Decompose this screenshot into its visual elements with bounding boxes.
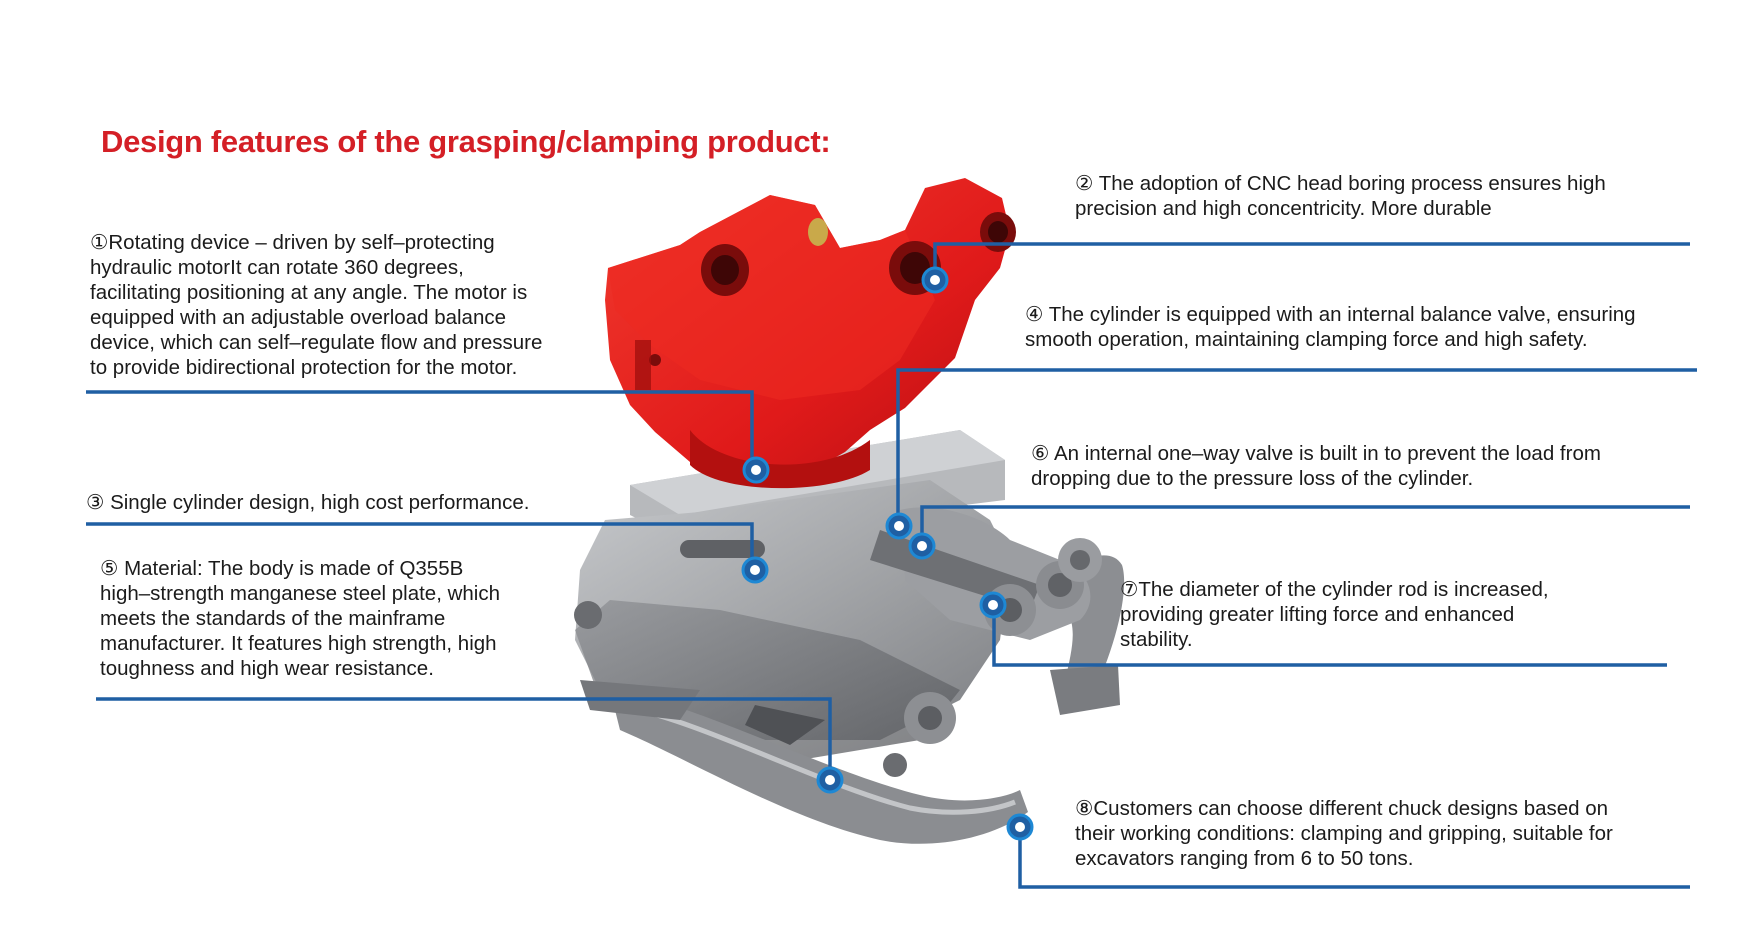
feature-2-line-1: ② The adoption of CNC head boring proces…: [1075, 172, 1606, 195]
feature-6-text: ⑥ An internal one–way valve is built in …: [1031, 441, 1601, 491]
feature-4-line-2: smooth operation, maintaining clamping f…: [1025, 328, 1588, 351]
feature-7-text: ⑦The diameter of the cylinder rod is inc…: [1120, 577, 1549, 652]
steel-body: [574, 430, 1125, 844]
feature-3-line-1: ③ Single cylinder design, high cost perf…: [86, 491, 530, 514]
feature-5-line-1: ⑤ Material: The body is made of Q355B: [100, 557, 464, 580]
feature-2-text: ② The adoption of CNC head boring proces…: [1075, 171, 1606, 221]
feature-1-line-5: device, which can self–regulate flow and…: [90, 331, 543, 354]
feature-2-line-2: precision and high concentricity. More d…: [1075, 197, 1492, 220]
feature-1-line-4: equipped with an adjustable overload bal…: [90, 306, 507, 329]
feature-4-text: ④ The cylinder is equipped with an inter…: [1025, 302, 1636, 352]
feature-7-line-1: ⑦The diameter of the cylinder rod is inc…: [1120, 578, 1549, 601]
feature-5-text: ⑤ Material: The body is made of Q355B hi…: [100, 556, 500, 681]
feature-1-text: ①Rotating device – driven by self–protec…: [90, 230, 542, 380]
feature-4-line-1: ④ The cylinder is equipped with an inter…: [1025, 303, 1636, 326]
feature-8-text: ⑧Customers can choose different chuck de…: [1075, 796, 1613, 871]
feature-7-line-3: stability.: [1120, 628, 1193, 651]
feature-5-line-4: manufacturer. It features high strength,…: [100, 632, 497, 655]
feature-8-line-2: their working conditions: clamping and g…: [1075, 822, 1613, 845]
feature-8-line-3: excavators ranging from 6 to 50 tons.: [1075, 847, 1414, 870]
feature-1-line-1: ①Rotating device – driven by self–protec…: [90, 231, 495, 254]
feature-5-line-5: toughness and high wear resistance.: [100, 657, 434, 680]
feature-5-line-3: meets the standards of the mainframe: [100, 607, 446, 630]
feature-1-line-6: to provide bidirectional protection for …: [90, 356, 518, 379]
feature-6-line-2: dropping due to the pressure loss of the…: [1031, 467, 1474, 490]
feature-1-line-2: hydraulic motorIt can rotate 360 degrees…: [90, 256, 464, 279]
feature-3-text: ③ Single cylinder design, high cost perf…: [86, 490, 529, 515]
feature-8-line-1: ⑧Customers can choose different chuck de…: [1075, 797, 1609, 820]
feature-5-line-2: high–strength manganese steel plate, whi…: [100, 582, 501, 605]
feature-6-line-1: ⑥ An internal one–way valve is built in …: [1031, 442, 1601, 465]
feature-7-line-2: providing greater lifting force and enha…: [1120, 603, 1515, 626]
page-title: Design features of the grasping/clamping…: [101, 124, 831, 159]
feature-1-line-3: facilitating positioning at any angle. T…: [90, 281, 528, 304]
